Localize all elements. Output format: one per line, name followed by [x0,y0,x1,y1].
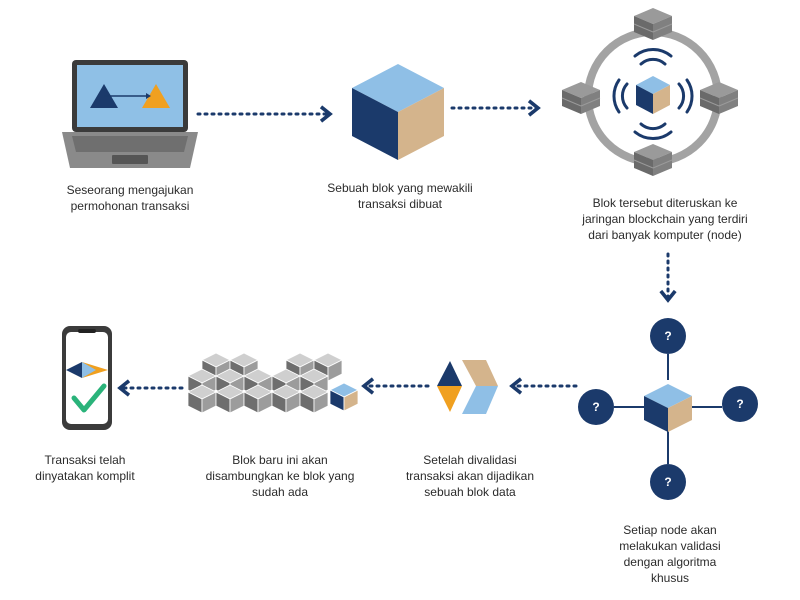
gray-block-cube-icon [187,384,217,414]
node-question-left: ? [578,389,614,425]
svg-text:?: ? [592,400,599,414]
validation-nodes-icon: ? ? ? ? [578,318,758,500]
caption-step-1: Seseorang mengajukan permohonan transaks… [66,183,194,213]
server-icon [561,82,601,114]
blockchain-cubes-icon [187,352,359,414]
gray-block-cube-icon [215,384,245,414]
laptop-icon [62,60,198,168]
caption-step-3: Blok tersebut diteruskan ke jaringan blo… [582,196,748,242]
node-question-right: ? [722,386,758,422]
caption-step-2: Sebuah blok yang mewakili transaksi dibu… [327,181,473,211]
node-question-bottom: ? [650,464,686,500]
block-cube-icon [352,64,444,160]
caption-step-4: Setiap node akan melakukan validasi deng… [619,523,721,585]
caption-step-6: Blok baru ini akan disambungkan ke blok … [205,453,355,499]
block-cube-icon [644,384,692,432]
caption-step-5: Setelah divalidasi transaksi akan dijadi… [405,453,535,499]
server-icon [633,8,673,40]
signal-waves-icon [612,48,694,140]
gray-block-cube-icon [299,384,329,414]
blockchain-network-icon [561,8,739,176]
data-block-icon [437,360,498,414]
checkmark-icon [71,383,107,413]
node-question-top: ? [650,318,686,354]
svg-text:?: ? [664,475,671,489]
svg-text:?: ? [736,397,743,411]
new-block-cube-icon [329,382,359,412]
gray-block-cube-icon [271,384,301,414]
svg-text:?: ? [664,329,671,343]
server-icon [699,82,739,114]
gray-block-cube-icon [243,384,273,414]
server-icon [633,144,673,176]
block-cube-icon [636,76,670,114]
caption-step-7: Transaksi telah dinyatakan komplit [35,453,135,483]
smartphone-icon [62,326,112,430]
